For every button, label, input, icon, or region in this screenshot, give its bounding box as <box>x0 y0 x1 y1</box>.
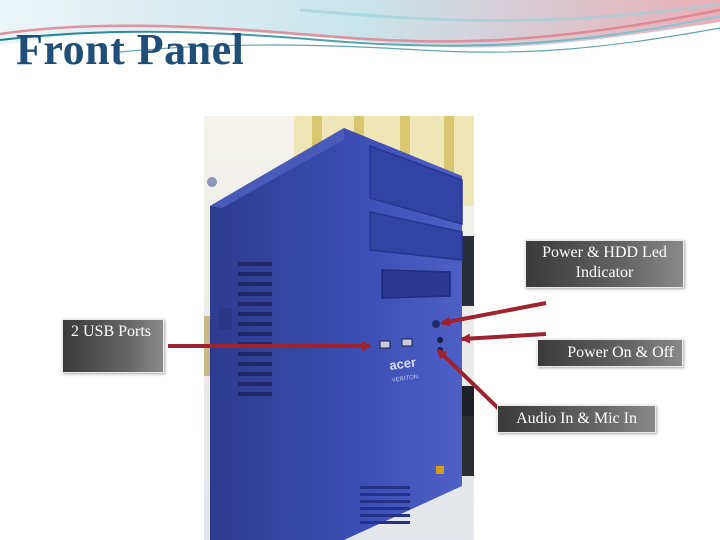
header-swoosh <box>0 0 720 53</box>
callout-usb-ports: 2 USB Ports <box>62 319 164 373</box>
callout-power-switch: Power On & Off <box>537 339 683 367</box>
slide-title: Front Panel <box>16 25 245 74</box>
arrow-power-switch <box>460 332 547 344</box>
svg-text:VERITON: VERITON <box>391 374 418 384</box>
svg-text:acer: acer <box>388 354 417 373</box>
callout-hdd-led: Power & HDD Led Indicator <box>525 240 684 288</box>
callout-audio-mic: Audio In & Mic In <box>497 405 656 433</box>
pc-case-photo: acer VERITON <box>204 116 474 540</box>
pc-case-illustration: acer VERITON <box>204 116 474 540</box>
